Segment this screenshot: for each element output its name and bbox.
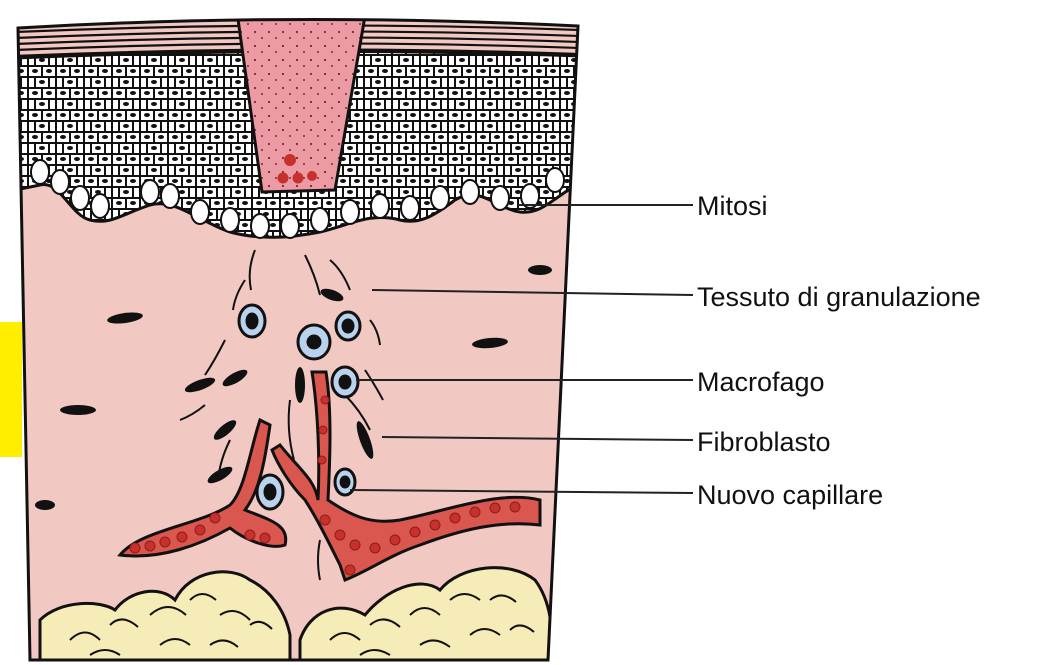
label-tessuto-di-granulazione: Tessuto di granulazione bbox=[697, 282, 981, 312]
label-fibroblasto: Fibroblasto bbox=[697, 427, 831, 457]
highlight-bar bbox=[0, 322, 22, 457]
label-mitosi: Mitosi bbox=[697, 191, 768, 221]
label-macrofago: Macrofago bbox=[697, 367, 825, 397]
label-nuovo-capillare: Nuovo capillare bbox=[697, 480, 883, 510]
